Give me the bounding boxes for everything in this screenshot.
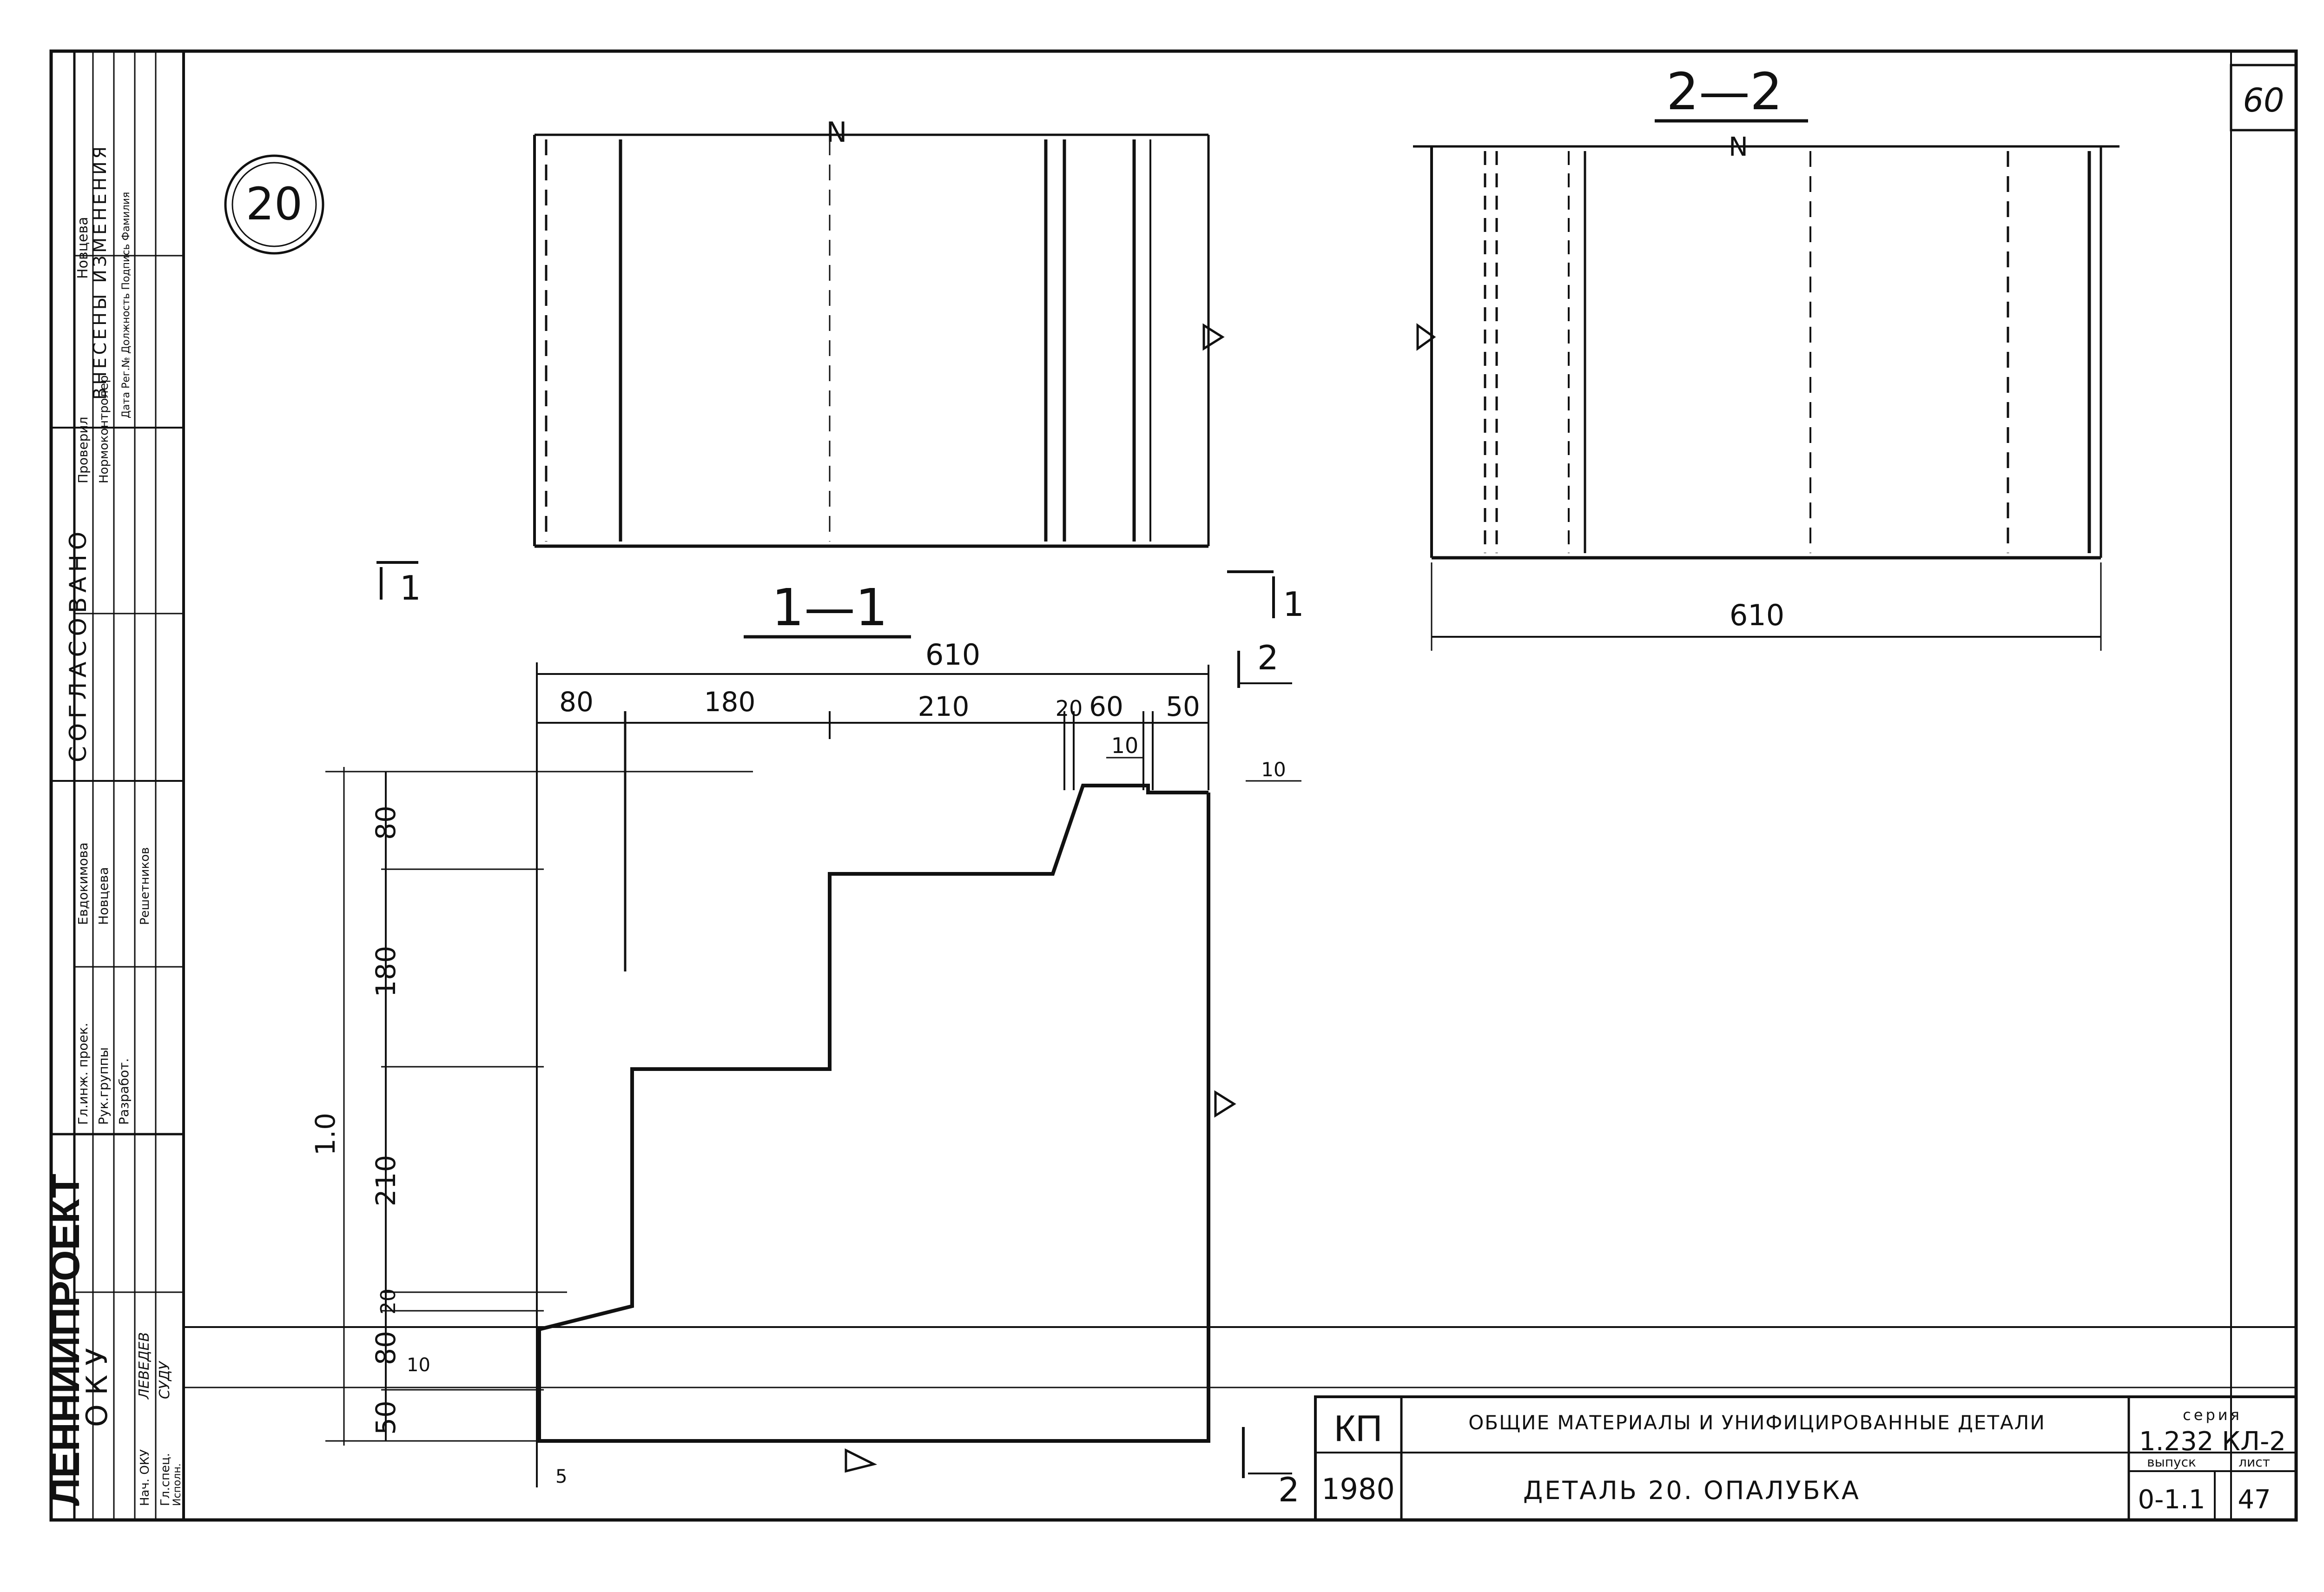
issue-label: выпуск [2147,1454,2196,1470]
dim-left-50: 50 [370,1400,402,1435]
row-2: Гл.спец. [158,1453,172,1506]
dim-left-80b: 80 [370,1331,402,1365]
title-line-2: ДЕТАЛЬ 20. ОПАЛУБКА [1523,1476,1861,1505]
sheet-mark: 60 [2243,81,2284,119]
row-3: Исполн. [172,1463,183,1506]
dim-step-10: 10 [1111,733,1139,758]
change-columns: Дата Рег.№ Должность Подпись Фамилия [120,192,132,418]
dim-top-50: 50 [1166,691,1200,722]
title-block: КП 1980 ОБЩИЕ МАТЕРИАЛЫ И УНИФИЦИРОВАННЫ… [1314,1395,2298,1521]
org-name: ЛЕННИИПРОЕКТ [43,1174,88,1506]
cut-2-bottom: 2 [1278,1470,1300,1509]
dim-bottom-5: 5 [555,1466,567,1487]
row-name-2: СУДУ [157,1361,173,1399]
dim-top-20: 20 [1056,696,1083,721]
dim-top-180: 180 [704,686,756,718]
section-2-view: 2—2 N 610 [1413,62,2119,651]
sheet-label: лист [2238,1454,2270,1470]
role-2: Рук.группы [96,1047,111,1125]
changes-label: ВНЕСЕНЫ ИЗМЕНЕНИЯ [90,144,110,400]
name-3: Решетников [138,847,152,925]
section-2-label: 2—2 [1666,62,1783,121]
name-2: Новцева [96,867,111,925]
section-2-width: 610 [1730,598,1784,632]
role-1: Гл.инж. проек. [75,1023,91,1125]
series-value: 1.232 КЛ-2 [2139,1427,2286,1457]
letters-code: О К У [80,1348,114,1427]
name-4: Новцева [75,217,91,279]
dim-top-80: 80 [559,686,594,718]
sheet-frame: 60 [49,49,2298,1522]
dim-left-10: 10 [407,1354,430,1376]
title-kp: КП [1334,1407,1382,1449]
dim-left-total: 1.0 [310,1113,341,1156]
role-4: Проверил [75,416,91,483]
dim-left-180: 180 [370,946,402,997]
dim-left-210: 210 [370,1155,402,1207]
title-year: 1980 [1321,1472,1395,1506]
section-1-title: 1—1 [744,578,911,639]
side-strip: ЛЕННИИПРОЕКТ О К У СОГЛАСОВАНО ВНЕСЕНЫ И… [43,51,184,1520]
section-1-label: 1—1 [772,578,888,637]
role-3: Разработ. [116,1058,132,1125]
role-5: Нормоконтролер [97,375,111,483]
detail-badge: 20 [224,154,324,255]
issue-value: 0-1.1 [2138,1485,2205,1515]
series-label: серия [2183,1406,2242,1424]
sheet-number: 47 [2238,1485,2271,1515]
title-line-1: ОБЩИЕ МАТЕРИАЛЫ И УНИФИЦИРОВАННЫЕ ДЕТАЛИ [1468,1411,2045,1434]
plan-n-mark: N [826,116,847,149]
cut-1-left: 1 [400,568,421,608]
cut-1-right: 1 [1283,585,1304,624]
section-2-n-mark: N [1729,132,1748,162]
agreed-label: СОГЛАСОВАНО [65,527,92,762]
row-1: Нач. ОКУ [138,1449,152,1506]
side-note-10: 10 [1261,758,1286,781]
detail-number: 20 [246,178,303,230]
row-name-1: ЛЕВЕДЕВ [136,1332,152,1400]
dim-left-20: 20 [376,1288,400,1315]
dim-top-60: 60 [1089,691,1123,722]
plan-view: N 1 1 [376,116,1304,624]
dim-overall-610: 610 [925,638,980,672]
name-1: Евдокимова [75,842,91,925]
dim-left-80: 80 [370,806,402,840]
dim-top-210: 210 [918,691,970,722]
section-1-view: 610 80 180 210 20 60 50 10 80 180 210 [310,638,1301,1509]
cut-2-top: 2 [1257,638,1279,677]
